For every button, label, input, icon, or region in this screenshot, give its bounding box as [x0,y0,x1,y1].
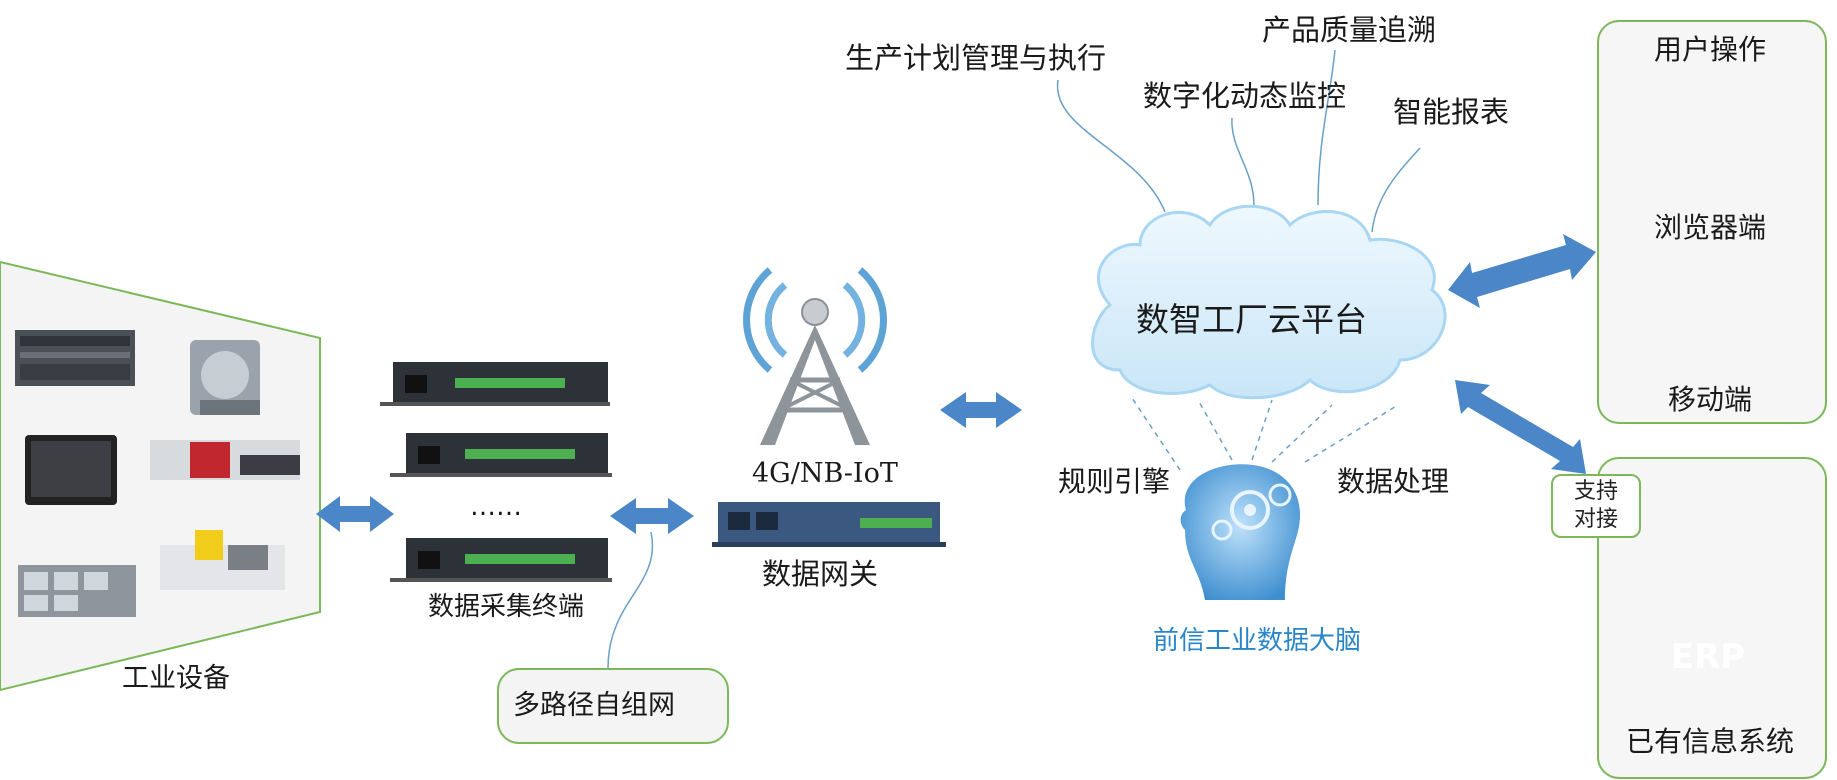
function-dynamic-monitor: 数字化动态监控 [1143,79,1347,113]
rule-engine-label: 规则引擎 [1058,465,1171,498]
double-arrow-cloud-user [1448,234,1596,308]
power-meters-image [18,565,136,617]
cnc-machine-image [190,340,260,415]
ellipsis-label: …… [470,492,522,522]
gateway-label: 数据网关 [762,557,879,591]
brain-rays [1129,394,1399,471]
terminal-device-2 [390,433,612,477]
user-operation-panel [1597,20,1827,424]
signal-tower-icon [743,267,887,445]
function-smart-report: 智能报表 [1393,95,1510,129]
erp-text: ERP [1670,637,1746,677]
mesh-network-box [497,668,729,744]
hmi-screen-image [25,435,117,505]
double-arrow-gateway-cloud [940,392,1022,428]
network-type-label: 4G/NB-IoT [752,458,898,489]
industrial-equipment-label: 工业设备 [122,663,230,694]
plc-device-image [15,330,135,386]
double-arrow-equipment-terminal [316,496,394,532]
brain-head-image [1180,464,1300,600]
function-quality-trace: 产品质量追溯 [1262,13,1437,47]
cloud-platform-shape [1091,204,1447,400]
existing-systems-label: 已有信息系统 [1625,725,1794,758]
double-arrow-cloud-erp [1455,380,1586,474]
brain-label: 前信工业数据大脑 [1153,626,1362,656]
collection-terminal-label: 数据采集终端 [428,592,585,622]
mesh-callout-line [607,531,654,669]
terminal-device-3 [390,538,612,582]
data-processing-label: 数据处理 [1337,465,1450,498]
mobile-label: 移动端 [1667,383,1752,416]
terminal-device-1 [380,362,610,406]
mesh-network-label: 多路径自组网 [513,690,675,721]
dock-label: 对接 [1573,507,1618,532]
browser-label: 浏览器端 [1653,211,1766,244]
support-dock-tag: 支持 对接 [1551,474,1641,538]
cloud-platform-title: 数智工厂云平台 [1136,300,1367,339]
gateway-device-image [712,502,946,547]
injection-machine-image [150,440,300,480]
equipment-panel [0,260,321,692]
double-arrow-terminal-gateway [610,498,694,534]
molding-machine-image [160,530,285,590]
support-label: 支持 [1573,479,1618,504]
user-operation-title: 用户操作 [1653,33,1766,66]
function-callout-lines [1056,49,1421,233]
function-production-plan: 生产计划管理与执行 [845,41,1107,75]
